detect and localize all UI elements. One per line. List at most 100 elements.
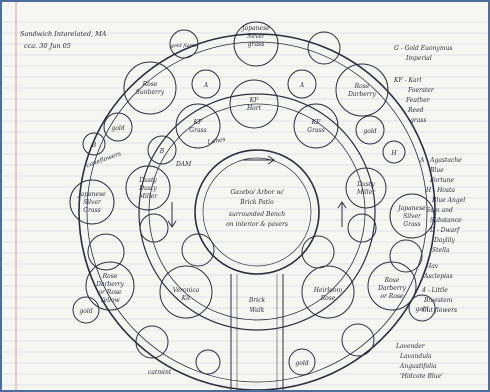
legend-item: Bluestem [423,297,453,304]
path-arrow [337,201,347,227]
legend-item: Substance [430,217,462,224]
plant-gold [103,112,133,142]
label: Rose [384,277,400,284]
label: Japanese [396,205,426,212]
legend-item: Lavandula [399,353,432,360]
plant-dusty-w [125,165,171,211]
plant-small [347,213,377,243]
label: Heirloom [313,287,343,294]
plant-rose-sw [85,261,135,311]
plant-gold [408,294,436,322]
legend-item: Fortune [429,177,454,184]
label: gold [79,308,92,315]
outer-ring-inner [86,41,428,383]
plant-kf-ne [293,103,339,149]
label: gold [415,306,428,313]
label: Grass [403,221,420,228]
plant-circles [69,21,436,376]
label: or Rose [380,293,404,300]
label: or Rose [98,289,122,296]
legend-item: 'Hidcote Blue' [400,373,443,380]
label: Rose [102,273,118,280]
label: B [91,142,97,149]
plant-a [191,69,221,99]
label: Silver [83,199,102,206]
legend-item: Sum and [426,207,453,214]
label: Veronica [173,287,200,294]
label: Yellow [100,297,120,304]
header-date: cca. 30 Jun 05 [24,42,71,50]
path-arrow [242,155,275,165]
label: Darberry [347,91,376,98]
label: Hort [246,105,262,112]
legend-item: KF - Karl [393,77,421,84]
legend-item: Blue Angel [431,197,465,204]
plant-bush-s [159,265,213,319]
label: gold [111,125,124,132]
label: grass [248,41,264,48]
plant-small [139,213,169,243]
center-gazebo [194,149,320,275]
plant-rose-nw [123,61,177,115]
path-arrow [167,202,177,228]
label: gold [295,360,308,367]
center-line3: surrounded Bench [229,211,285,218]
plant-small [181,233,215,267]
label: Silver [403,213,422,220]
label: Sunberry [136,89,165,96]
label: Grass [189,127,206,134]
legend-item: Blue [429,167,444,174]
outer-ring [78,33,436,390]
plant-h [382,140,406,164]
label: DAM [175,161,192,168]
plant-japanese-grass [233,21,279,67]
label: Grass [83,207,100,214]
label: Miller [138,193,158,200]
center-inner [202,157,312,267]
legend-item: Daylily [433,237,456,244]
plant-small [389,239,423,273]
label: B [159,148,165,155]
center-line1: Gazebo/ Arbor w/ [230,189,284,196]
legend-item: Feather [405,97,431,104]
label: Dusty [138,177,157,184]
label: Rose [142,81,158,88]
legend-item: Angustifolia [399,363,437,370]
legend-item: Stella [432,247,450,254]
label: Japanese [240,25,270,32]
label: Silver [247,33,266,40]
plant-kf-nw [175,103,221,149]
legend-item: Foerster [407,87,435,94]
label: Rose [354,83,370,90]
plant-dusty-e [345,167,387,209]
label: Grass [307,127,324,134]
plant-b [82,132,106,156]
label: Darberry [377,285,406,292]
legend-item: Lavender [395,343,426,350]
label: KF [193,119,203,126]
label: A [203,82,209,89]
label: Japanese [76,191,106,198]
header-garden: Sandwich Intarelated, MA [20,30,107,38]
legend-item: Hav [425,263,439,270]
plant-gold [72,296,100,324]
plant-gold [288,348,316,376]
plant-rose-ne [335,63,389,117]
plant-small [135,325,169,359]
path-ring [138,93,376,331]
plant-small [87,233,125,271]
label: catmint [148,369,172,376]
plant-grass-w [69,179,115,225]
plant-small [195,349,221,375]
label: Walk [250,307,265,314]
plant-grass [307,31,341,65]
label: coneflowers [85,150,122,169]
legend-item: grass [410,117,426,124]
plant-b [147,135,177,165]
label: gold flame [171,43,198,49]
legend-item: G - Gold Euonymus [394,45,452,52]
label: H [390,150,397,157]
label: Rose [320,295,336,302]
